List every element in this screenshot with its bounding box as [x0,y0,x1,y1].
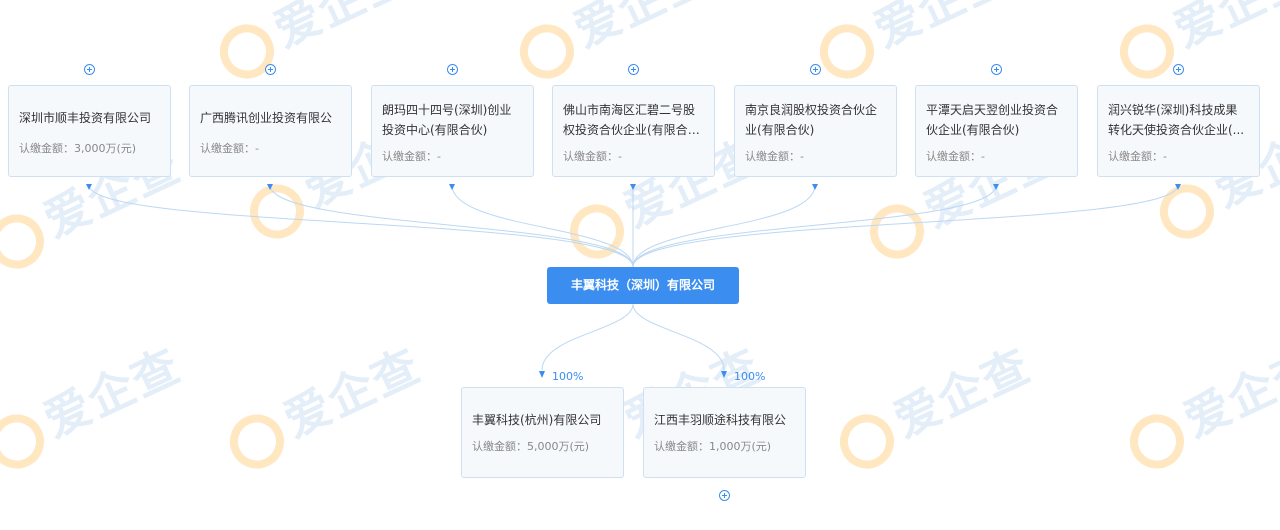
arrow-down-icon [267,184,273,190]
shareholder-name: 广西腾讯创业投资有限公司 [200,111,333,125]
connector-line [451,184,634,268]
arrow-down-icon [449,184,455,190]
expand-plus-icon[interactable] [84,64,95,75]
connector-line [632,184,816,268]
shareholder-name: 朗玛四十四号(深圳)创业投资中心(有限合伙) [382,103,512,137]
shareholder-name: 佛山市南海区汇碧二号股权投资合伙企业(有限合伙... [563,103,696,137]
shareholder-node[interactable]: 朗玛四十四号(深圳)创业投资中心(有限合伙) 认缴金额：- [371,85,534,177]
subscribed-amount: 认缴金额：- [200,142,259,155]
shareholder-name: 南京良润股权投资合伙企业(有限合伙) [745,103,878,137]
subscribed-amount: 认缴金额：5,000万(元) [472,440,590,453]
center-company-node[interactable]: 丰翼科技（深圳）有限公司 [547,267,739,304]
subscribed-amount: 认缴金额：1,000万(元) [654,440,772,453]
arrow-down-icon [539,371,545,378]
arrow-down-icon [1175,184,1181,190]
shareholder-name: 润兴锐华(深圳)科技成果转化天使投资合伙企业(... [1108,103,1245,137]
subscribed-amount: 认缴金额：- [745,150,804,163]
arrow-down-icon [812,184,818,190]
shareholder-name: 平潭天启天翌创业投资合伙企业(有限合伙) [926,103,1059,137]
connector-line [632,184,997,268]
subscribed-amount: 认缴金额：- [563,150,622,163]
shareholder-node[interactable]: 佛山市南海区汇碧二号股权投资合伙企业(有限合伙... 认缴金额：- [552,85,715,177]
arrow-down-icon [630,184,636,190]
arrow-down-icon [721,371,727,378]
ownership-percent: 100% [552,370,584,383]
shareholder-node[interactable]: 深圳市顺丰投资有限公司 认缴金额：3,000万(元) [8,85,171,177]
shareholder-node[interactable]: 南京良润股权投资合伙企业(有限合伙) 认缴金额：- [734,85,897,177]
connector-line [632,303,725,371]
arrow-down-icon [993,184,999,190]
subsidiary-name: 丰翼科技(杭州)有限公司 [472,413,602,427]
connector-line [269,184,634,268]
ownership-percent: 100% [734,370,766,383]
subsidiary-name: 江西丰羽顺途科技有限公司 [654,413,787,427]
subscribed-amount: 认缴金额：- [1108,150,1167,163]
expand-plus-icon[interactable] [265,64,276,75]
shareholder-node[interactable]: 平潭天启天翌创业投资合伙企业(有限合伙) 认缴金额：- [915,85,1078,177]
expand-plus-icon[interactable] [1173,64,1184,75]
connector-line [88,184,634,268]
arrow-down-icon [86,184,92,190]
shareholder-node[interactable]: 润兴锐华(深圳)科技成果转化天使投资合伙企业(... 认缴金额：- [1097,85,1260,177]
expand-plus-icon[interactable] [991,64,1002,75]
subscribed-amount: 认缴金额：- [926,150,985,163]
shareholder-node[interactable]: 广西腾讯创业投资有限公司 认缴金额：- [189,85,352,177]
expand-plus-icon[interactable] [719,490,730,501]
subsidiary-node[interactable]: 江西丰羽顺途科技有限公司 认缴金额：1,000万(元) [643,387,806,478]
subsidiary-node[interactable]: 丰翼科技(杭州)有限公司 认缴金额：5,000万(元) [461,387,624,478]
expand-plus-icon[interactable] [628,64,639,75]
connector-line [632,184,1179,268]
subscribed-amount: 认缴金额：3,000万(元) [19,142,137,155]
expand-plus-icon[interactable] [810,64,821,75]
shareholder-name: 深圳市顺丰投资有限公司 [19,111,152,125]
connector-line [541,303,634,371]
subscribed-amount: 认缴金额：- [382,150,441,163]
expand-plus-icon[interactable] [447,64,458,75]
